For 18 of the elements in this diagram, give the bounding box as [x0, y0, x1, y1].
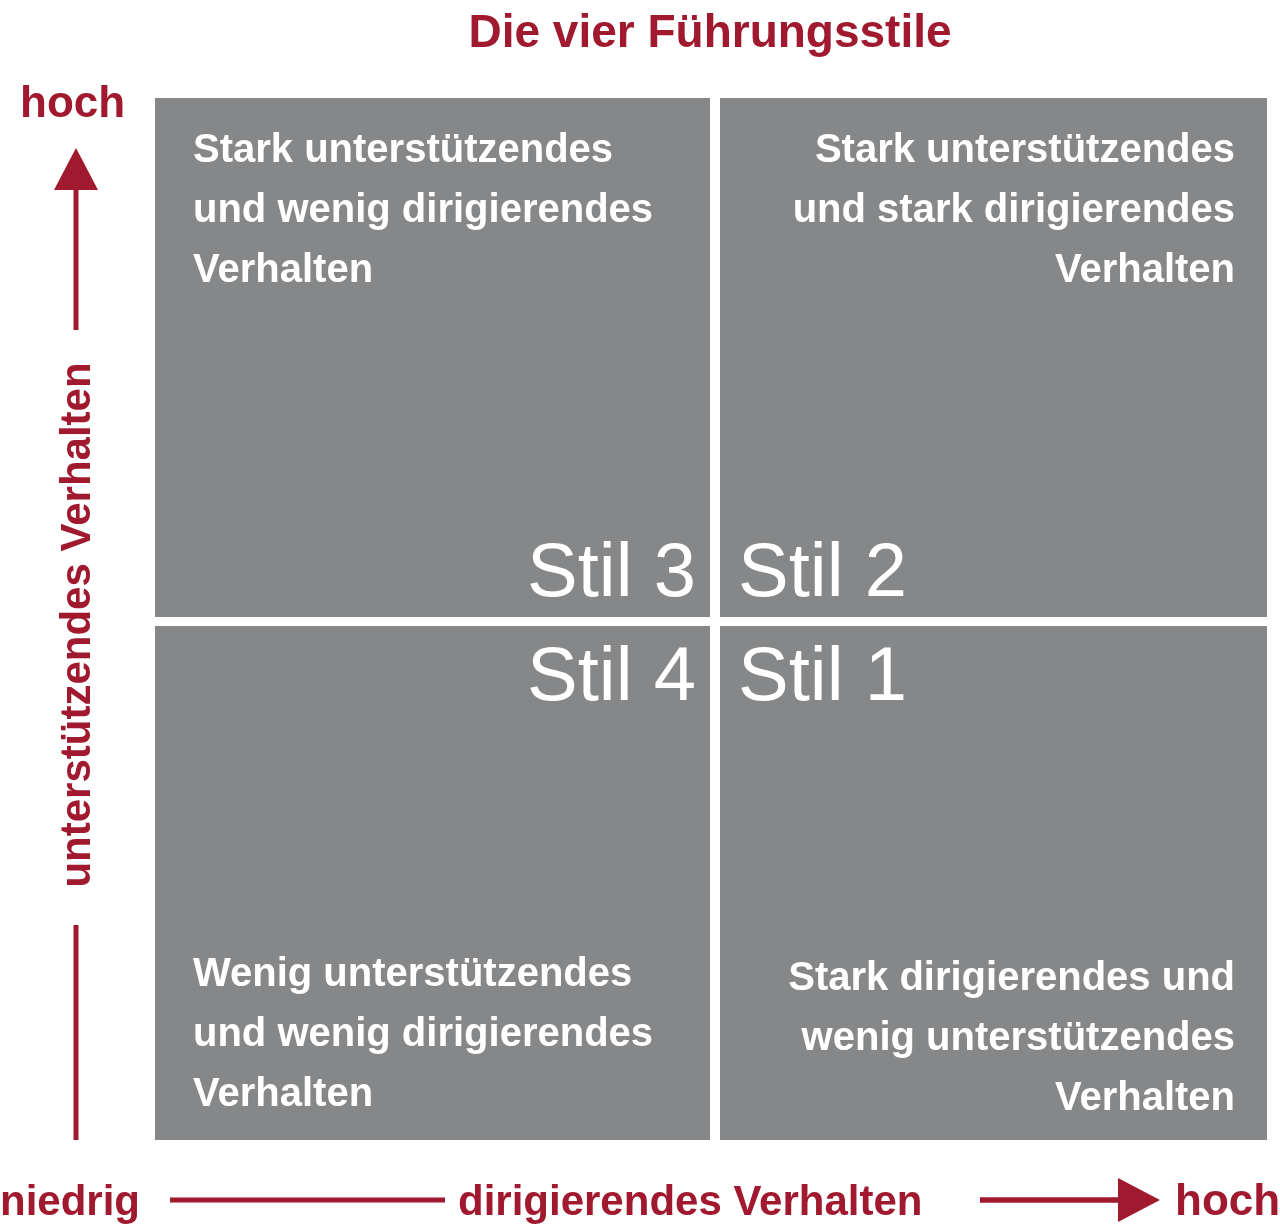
quadrant-panel: [155, 626, 710, 1140]
axis-end-label: hoch: [1175, 1174, 1280, 1226]
quadrant-description: Wenig unterstützendes und wenig dirigierendes Verhalten: [193, 949, 655, 1116]
quadrant-panel: [720, 98, 1267, 617]
quadrant-description: Stark dirigierendes und wenig unterstützendes Verhalten: [787, 953, 1235, 1120]
axis-end-label: hoch: [20, 76, 126, 128]
axis-title: dirigierendes Verhalten: [458, 1176, 923, 1226]
quadrant-description: Stark unterstützendes und wenig dirigierendes Verhalten: [193, 125, 655, 292]
style-label: Stil 3: [527, 530, 696, 610]
axis-end-label: niedrig: [0, 1176, 140, 1226]
style-label: Stil 4: [527, 634, 696, 714]
quadrant-description: Stark unterstützendes und stark dirigierendes Verhalten: [791, 125, 1235, 292]
axis-title: unterstützendes Verhalten: [51, 362, 100, 888]
style-label: Stil 1: [738, 634, 907, 714]
diagram-title: Die vier Führungsstile: [467, 4, 953, 59]
quadrant-panel: [155, 98, 710, 617]
style-label: Stil 2: [738, 530, 907, 610]
quadrant-panel: [720, 626, 1267, 1140]
